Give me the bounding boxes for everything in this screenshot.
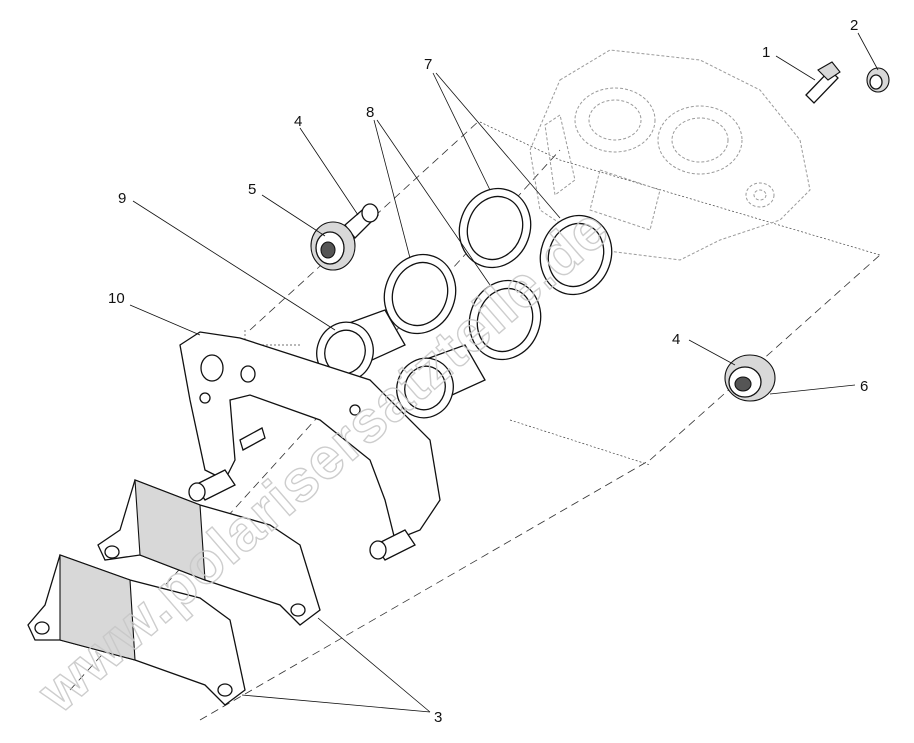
callout-5: 5 xyxy=(248,181,256,198)
callout-4-right: 4 xyxy=(672,331,680,348)
callout-3: 3 xyxy=(434,709,442,726)
callout-1: 1 xyxy=(762,44,770,61)
callout-10: 10 xyxy=(108,290,125,307)
bleeder-screw xyxy=(805,61,841,104)
caliper-bracket xyxy=(179,331,441,561)
callout-labels: 1 2 3 4 4 5 6 7 8 9 10 xyxy=(108,17,868,726)
caliper-housing xyxy=(529,49,811,261)
watermark-text: www.polarisersatzteile.de xyxy=(25,196,621,726)
callout-4-upper: 4 xyxy=(294,113,302,130)
callout-6: 6 xyxy=(860,378,868,395)
leader-lines xyxy=(129,32,879,713)
callout-7: 7 xyxy=(424,56,432,73)
pin-boot-right xyxy=(724,354,776,402)
callout-8: 8 xyxy=(366,104,374,121)
piston-seals-inner xyxy=(383,253,542,361)
brake-pads xyxy=(27,479,321,706)
callout-9: 9 xyxy=(118,190,126,207)
bleeder-cap xyxy=(866,67,890,93)
piston-seals-outer xyxy=(458,187,613,296)
callout-2: 2 xyxy=(850,17,858,34)
pin-boot-upper xyxy=(310,221,356,271)
